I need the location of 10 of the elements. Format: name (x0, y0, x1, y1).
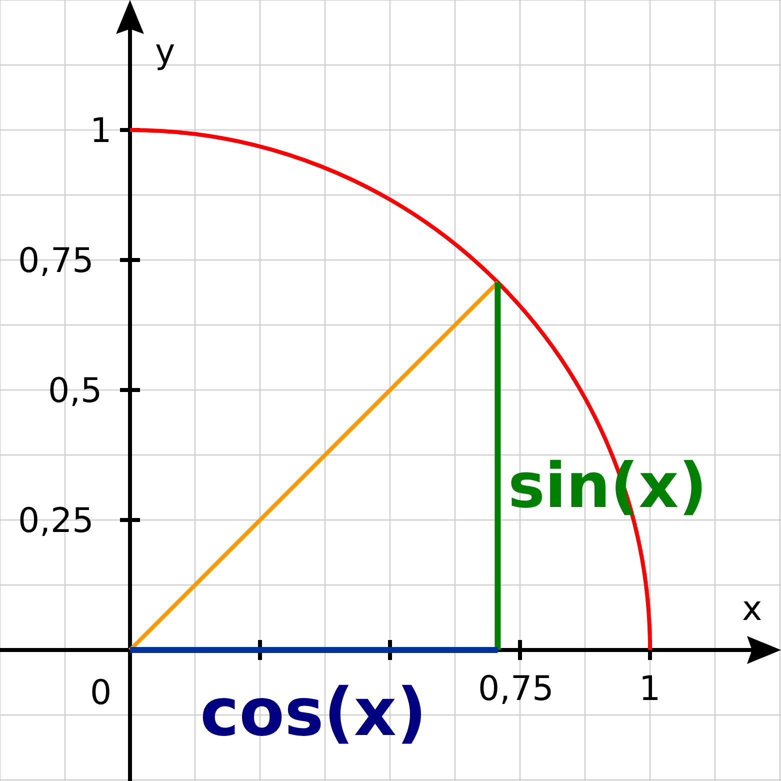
tick-label: 0,5 (48, 374, 102, 408)
tick-label: 0,75 (478, 672, 554, 706)
tick-label: 0,25 (18, 504, 94, 538)
axis-label: x (742, 592, 762, 626)
tick-label: 1 (639, 672, 661, 706)
tick-label: 1 (90, 114, 112, 148)
axis-label: y (155, 35, 176, 69)
function-label: cos(x) (200, 680, 427, 746)
tick-label: 0,75 (18, 244, 94, 278)
tick-label: 0 (90, 676, 112, 710)
